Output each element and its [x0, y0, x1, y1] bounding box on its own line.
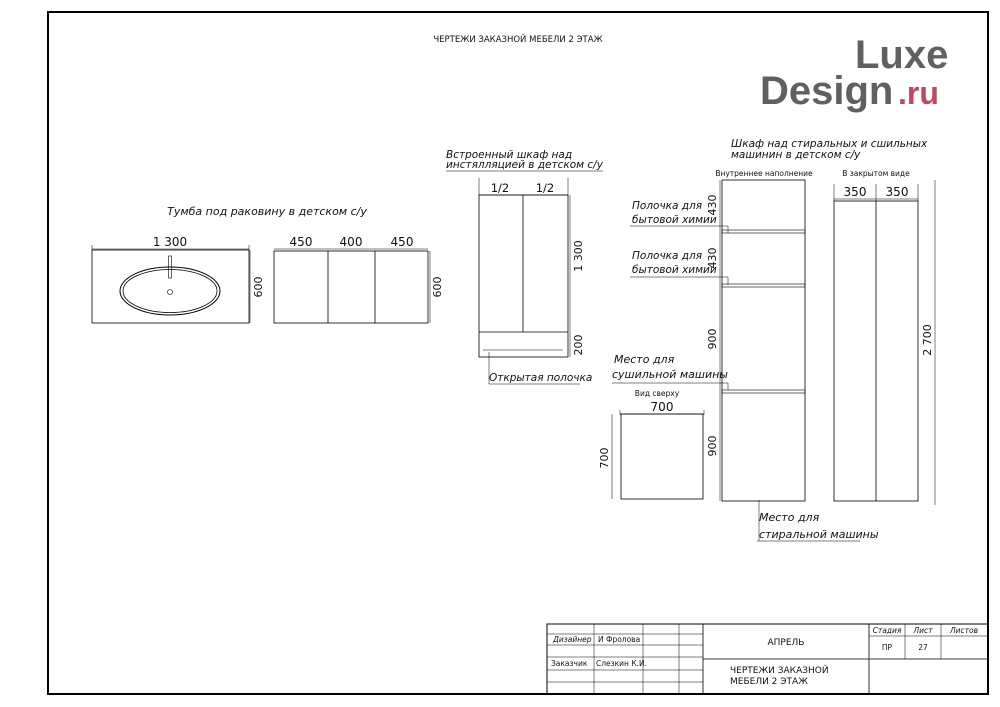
inner-view-label: Внутреннее наполнение: [715, 169, 813, 178]
sheet-header: Лист: [912, 626, 933, 635]
top-view-depth: 700: [598, 448, 611, 469]
customer-name: Слезкин К.И.: [596, 659, 647, 668]
laundry-shelf-3: [721, 389, 806, 394]
dryer-label-a: Место для: [614, 353, 675, 366]
section-height-4: 900: [706, 436, 719, 457]
top-view-width: 700: [651, 400, 674, 414]
shelf-label-1a: Полочка для: [632, 200, 702, 212]
laundry-title-2: машинин в детском с/у: [731, 149, 861, 161]
logo-line2: Design: [760, 69, 893, 113]
month: АПРЕЛЬ: [768, 638, 805, 648]
vanity-front-width-1: 450: [290, 235, 313, 249]
built-in-cabinet-drawing: Встроенный шкаф над инстялляцией в детск…: [446, 149, 604, 385]
cabinet-title-2: инстялляцией в детском с/у: [446, 159, 604, 171]
logo-line1: Luxe: [855, 33, 948, 77]
laundry-shelf-2: [721, 283, 806, 288]
customer-label: Заказчик: [551, 659, 588, 668]
laundry-door-width-1: 350: [844, 185, 867, 199]
cabinet-door-fraction-1: 1/2: [491, 181, 510, 195]
laundry-title-1: Шкаф над стиральных и сшильных: [731, 138, 928, 150]
luxedesign-logo: Luxe Design .ru: [760, 33, 948, 113]
washer-label-a: Место для: [759, 511, 820, 524]
shelf-label-1b: бытовой химии: [632, 214, 717, 226]
sheet-value: 27: [918, 643, 928, 652]
shelf-label-2b: бытовой химии: [632, 264, 717, 276]
cabinet-shelf-height: 200: [572, 335, 585, 356]
designer-name: И Фролова: [598, 635, 640, 644]
vanity-front-width-2: 400: [340, 235, 363, 249]
sheet-frame: [47, 11, 989, 695]
sheets-header: Листов: [949, 626, 978, 635]
laundry-inner-view: [721, 179, 806, 502]
faucet: [168, 255, 172, 279]
cabinet-title-1: Встроенный шкаф над: [446, 149, 572, 161]
section-height-2: 430: [706, 248, 719, 269]
vanity-drawing: Тумба под раковину в детском с/у 1 300 6…: [91, 205, 444, 324]
cabinet-upper-height: 1 300: [572, 240, 585, 272]
vanity-top-depth: 600: [252, 277, 265, 298]
sink-drain: [167, 289, 173, 295]
vanity-front-width-3: 450: [391, 235, 414, 249]
cabinet-body: [478, 194, 569, 358]
section-height-1: 430: [706, 195, 719, 216]
designer-label: Дизайнер: [552, 635, 592, 644]
vanity-front-view: [273, 250, 429, 324]
sink-bowl-outer: [119, 266, 221, 316]
vanity-title: Тумба под раковину в детском с/у: [167, 205, 367, 218]
cabinet-door-fraction-2: 1/2: [536, 181, 555, 195]
logo-suffix: .ru: [898, 75, 939, 111]
section-height-3: 900: [706, 329, 719, 350]
open-shelf-label: Открытая полочка: [489, 372, 592, 384]
stage-header: Стадия: [873, 626, 902, 635]
vanity-top-width: 1 300: [153, 235, 187, 249]
vanity-front-height: 600: [431, 277, 444, 298]
title-block: Дизайнер И Фролова Заказчик Слезкин К.И.…: [546, 623, 989, 695]
sheet-title: ЧЕРТЕЖИ ЗАКАЗНОЙ МЕБЕЛИ 2 ЭТАЖ: [433, 33, 602, 45]
shelf-label-2a: Полочка для: [632, 250, 702, 262]
laundry-shelf-1: [721, 229, 806, 234]
laundry-cabinet-drawing: Шкаф над стиральных и сшильных машинин в…: [598, 138, 936, 542]
laundry-door-width-2: 350: [886, 185, 909, 199]
laundry-total-height: 2 700: [921, 324, 934, 356]
top-view-label: Вид сверху: [635, 389, 680, 398]
drawing-title-1: ЧЕРТЕЖИ ЗАКАЗНОЙ: [730, 664, 829, 676]
vanity-top-view: [91, 249, 250, 324]
washer-label-b: стиральной машины: [759, 528, 879, 541]
sink-bowl-inner: [122, 269, 218, 313]
laundry-top-view: [620, 413, 704, 500]
closed-view-label: В закрытом виде: [842, 169, 910, 178]
stage-value: ПР: [882, 643, 893, 652]
dryer-label-b: сушильной машины: [612, 368, 728, 381]
drawing-title-2: МЕБЕЛИ 2 ЭТАЖ: [730, 677, 808, 687]
